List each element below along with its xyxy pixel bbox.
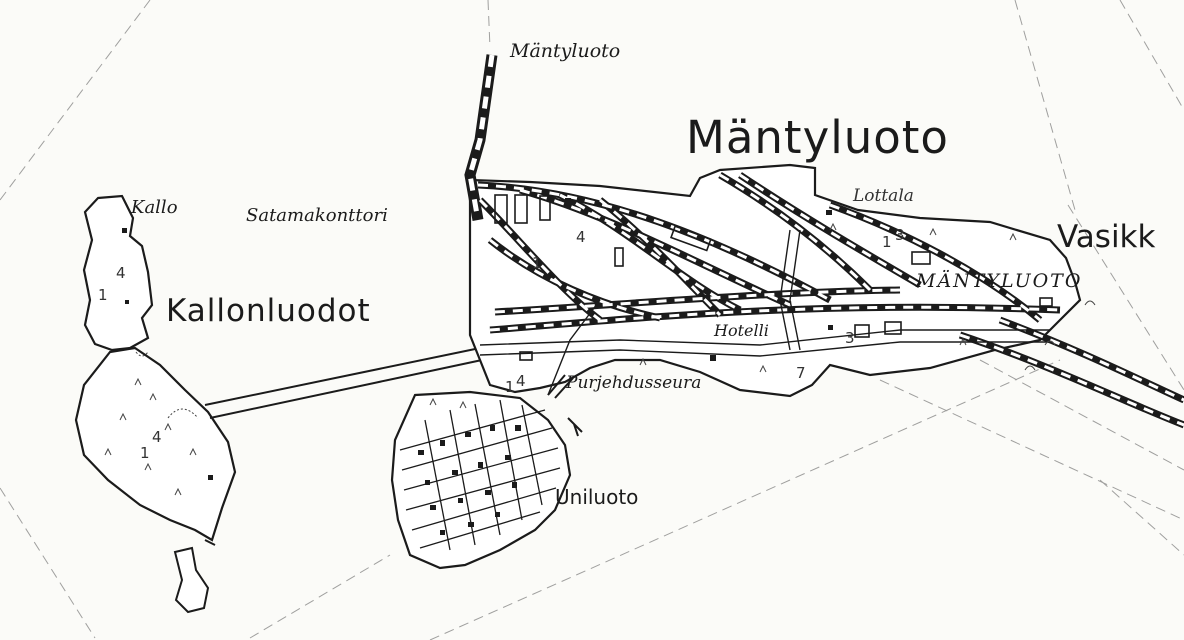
svg-text:1: 1 — [532, 254, 542, 272]
rail-yard — [477, 171, 1184, 429]
uniluoto-buildings — [418, 425, 521, 535]
label-lottala: Lottala — [853, 186, 914, 206]
svg-text:4: 4 — [152, 428, 162, 446]
causeway — [204, 347, 481, 406]
small-buildings — [122, 198, 833, 480]
label-kallonluodot: Kallonluodot — [166, 293, 371, 329]
svg-text:4: 4 — [516, 372, 526, 390]
label-mantyluoto-district: MÄNTYLUOTO — [916, 270, 1083, 292]
label-purjehdusseura: Purjehdusseura — [566, 373, 702, 393]
label-mantyluoto-railway: Mäntyluoto — [510, 40, 621, 62]
svg-text:1: 1 — [98, 286, 108, 304]
svg-text:4: 4 — [576, 228, 586, 246]
svg-text:1: 1 — [505, 378, 515, 396]
vegetation-marks — [104, 222, 1096, 496]
harbour-buildings — [494, 194, 1053, 361]
kallo-island — [82, 194, 154, 352]
svg-text:1: 1 — [882, 233, 892, 251]
svg-text:3: 3 — [845, 329, 855, 347]
svg-text:7: 7 — [796, 364, 806, 382]
label-vasikka: Vasikk — [1057, 219, 1156, 255]
roads — [479, 229, 1050, 396]
railway-north-spur — [464, 54, 498, 221]
svg-text:1: 1 — [140, 444, 150, 462]
label-satamakonttori: Satamakonttori — [246, 205, 388, 226]
svg-text:3: 3 — [895, 226, 905, 244]
svg-text:4: 4 — [116, 264, 126, 282]
small-islet — [173, 546, 210, 614]
label-uniluoto: Uniluoto — [555, 485, 639, 509]
label-kallo: Kallo — [131, 197, 178, 218]
label-hotelli: Hotelli — [714, 321, 769, 340]
uniluoto-island — [390, 390, 572, 570]
label-mantyluoto-title: Mäntyluoto — [686, 111, 949, 164]
kallonluodot-island — [74, 346, 237, 542]
